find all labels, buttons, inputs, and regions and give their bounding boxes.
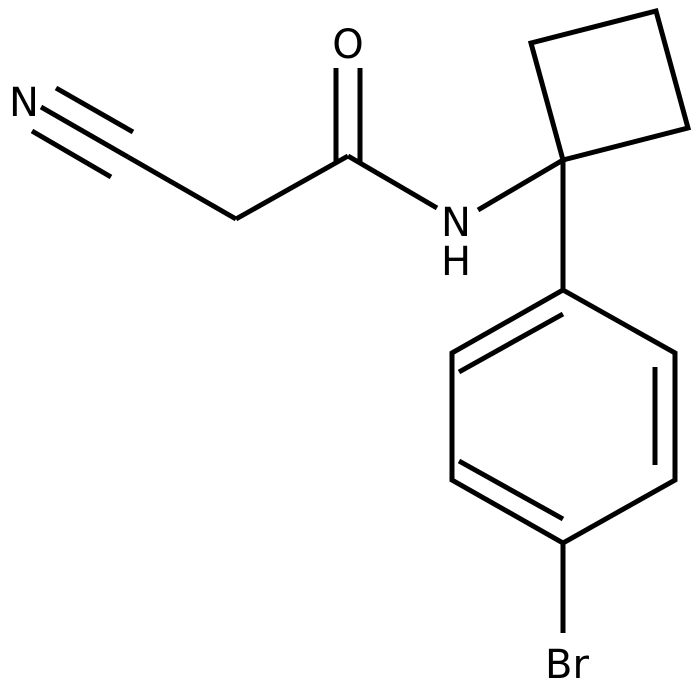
bromine-label: Br (545, 642, 589, 688)
amide-n-cyclobutyl-bond (476, 157, 565, 213)
amide-hydrogen-label: H (441, 239, 471, 285)
nitrile-carbon-ch2-bond (126, 154, 238, 222)
carbonyl-amide-n-bond (346, 153, 439, 211)
nitrile-nitrogen-label: N (9, 80, 39, 126)
benzene-inner-double-bonds (457, 311, 658, 522)
benzene-ring (449, 287, 678, 546)
carbonyl-oxygen-label: O (332, 22, 363, 68)
amide-nitrogen-label: N (441, 200, 471, 246)
cyclobutane-ring (527, 7, 692, 164)
ch2-carbonyl-bond (234, 153, 350, 222)
carbonyl-double-bond (333, 68, 363, 162)
nitrile-triple-bond (30, 85, 135, 180)
